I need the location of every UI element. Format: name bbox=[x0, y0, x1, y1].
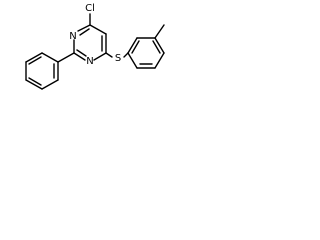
bond-ph-2-double bbox=[28, 56, 42, 65]
bond-n3-c4-double bbox=[79, 28, 90, 36]
bond-n3-c4 bbox=[77, 24, 91, 32]
bond-c6-n1 bbox=[93, 52, 107, 61]
bond-ph-2 bbox=[25, 52, 43, 63]
phenyl-ring bbox=[25, 52, 59, 90]
bond-ph-4 bbox=[25, 79, 43, 90]
bond-c6-s bbox=[105, 52, 113, 58]
bond-ph-1 bbox=[41, 52, 59, 63]
pyrimidine-ring bbox=[73, 24, 107, 61]
bond-tol-3-double bbox=[152, 40, 161, 54]
bond-tol-4 bbox=[154, 52, 165, 69]
atom-label-nitrogen-lower: N bbox=[86, 56, 93, 67]
atom-label-nitrogen-upper: N bbox=[69, 31, 76, 42]
bond-tol-1-double bbox=[131, 40, 140, 54]
bond-n1-c2-double bbox=[76, 49, 87, 57]
bond-tol-1 bbox=[127, 37, 138, 54]
atom-label-chlorine: Cl bbox=[85, 3, 95, 14]
bond-tol-6 bbox=[127, 52, 138, 69]
tolyl-ring bbox=[127, 37, 165, 69]
bond-ph-4-double bbox=[28, 77, 42, 86]
bond-tol-3 bbox=[154, 37, 165, 54]
chemical-structure-diagram: Cl N N S bbox=[25, 3, 165, 90]
bond-s-tolyl bbox=[123, 52, 129, 58]
bond-c4-c5 bbox=[89, 24, 107, 35]
bond-n1-c2 bbox=[73, 52, 86, 61]
bond-ph-5 bbox=[41, 79, 59, 90]
bond-methyl bbox=[154, 24, 165, 39]
bond-c2-phenyl bbox=[57, 52, 75, 63]
atom-label-sulfur: S bbox=[115, 53, 121, 64]
